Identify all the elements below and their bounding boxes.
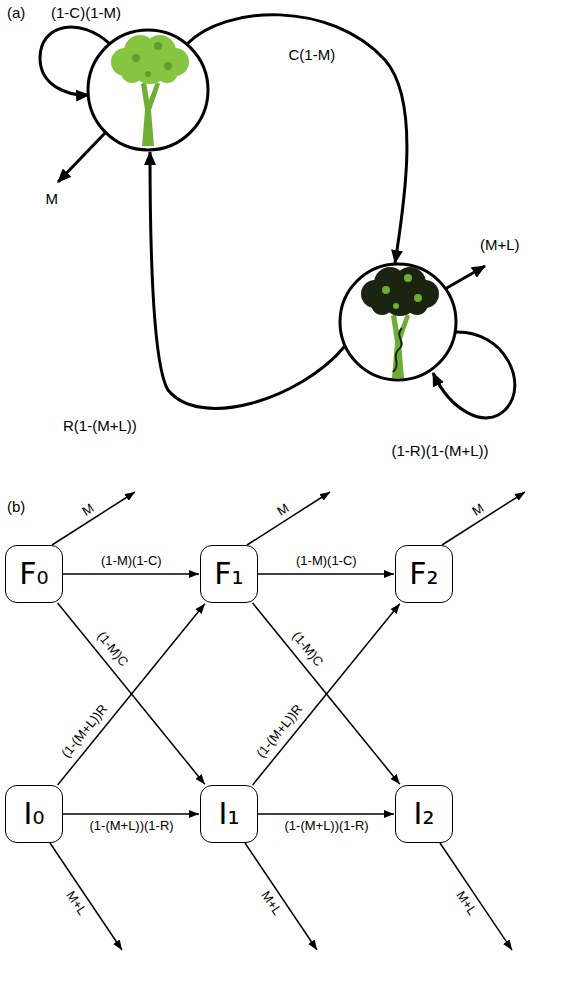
liana-vine bbox=[393, 328, 402, 372]
transition-arrow bbox=[258, 573, 394, 575]
state-name: F₀ bbox=[19, 559, 48, 589]
loss-arrow bbox=[245, 843, 317, 950]
loss-arrow bbox=[442, 492, 525, 545]
tree-trunk bbox=[391, 314, 410, 378]
transition-arrow bbox=[58, 603, 205, 784]
state-box: I₁ bbox=[200, 785, 258, 843]
panel-label: (b) bbox=[7, 498, 25, 515]
transition-arrow bbox=[253, 603, 400, 784]
rate-label: M bbox=[469, 501, 486, 519]
state-box: F₁ bbox=[200, 545, 258, 603]
transition-label: (1-M)(1-C) bbox=[101, 554, 162, 569]
transition-label: (1-(M+L))(1-R) bbox=[285, 819, 369, 834]
loss-arrow bbox=[50, 843, 122, 950]
transition-arrow bbox=[63, 813, 199, 815]
transition-arrow bbox=[63, 573, 199, 575]
state-box: F₀ bbox=[5, 545, 63, 603]
tree-canopy bbox=[132, 54, 140, 62]
panel-label: (a) bbox=[7, 4, 25, 21]
tree-canopy bbox=[154, 42, 162, 50]
rate-label: C(1-M) bbox=[289, 46, 336, 63]
tree-canopy bbox=[145, 71, 151, 77]
rate-label: M+L bbox=[257, 888, 284, 918]
transition-arrow bbox=[187, 15, 407, 263]
transition-label: (1-M)C bbox=[93, 629, 130, 670]
rate-label: R(1-(M+L)) bbox=[63, 417, 137, 434]
loss-arrow bbox=[440, 843, 512, 950]
tree-canopy bbox=[164, 62, 172, 70]
loss-arrow bbox=[445, 266, 485, 289]
tree-canopy bbox=[121, 61, 143, 83]
state-name: F₁ bbox=[214, 559, 243, 589]
state-box: I₂ bbox=[395, 785, 453, 843]
rate-label: (M+L) bbox=[480, 236, 520, 253]
state-name: I₂ bbox=[414, 799, 435, 829]
transition-arrow bbox=[253, 604, 400, 785]
tree-canopy bbox=[393, 303, 399, 309]
self-loop-arrow bbox=[40, 27, 110, 95]
state-name: I₀ bbox=[24, 799, 45, 829]
rate-label: M+L bbox=[62, 888, 89, 918]
rate-label: (1-C)(1-M) bbox=[51, 4, 121, 21]
state-name: I₁ bbox=[219, 799, 240, 829]
tree-canopy bbox=[371, 293, 393, 315]
transition-arrow bbox=[58, 604, 205, 785]
infested-tree-circle bbox=[340, 264, 456, 380]
tree-canopy bbox=[414, 294, 422, 302]
loss-arrow bbox=[58, 132, 106, 182]
loss-arrow bbox=[247, 492, 330, 545]
self-loop-arrow bbox=[433, 332, 515, 418]
transition-arrow bbox=[150, 152, 345, 408]
state-name: F₂ bbox=[409, 559, 438, 589]
rate-label: M+L bbox=[452, 888, 479, 918]
rate-label: M bbox=[79, 501, 96, 519]
tree-canopy bbox=[406, 293, 428, 315]
rate-label: M bbox=[46, 190, 59, 207]
rate-label: (1-R)(1-(M+L)) bbox=[392, 442, 489, 459]
state-box: F₂ bbox=[395, 545, 453, 603]
transition-label: (1-M)C bbox=[288, 629, 325, 670]
tree-canopy bbox=[156, 61, 178, 83]
transition-arrow bbox=[258, 813, 394, 815]
loss-arrow bbox=[52, 492, 135, 545]
tree-canopy bbox=[382, 286, 390, 294]
transition-label: (1-M)(1-C) bbox=[296, 554, 357, 569]
rate-label: M bbox=[274, 501, 291, 519]
tree-trunk bbox=[141, 82, 160, 146]
transition-label: (1-(M+L))(1-R) bbox=[90, 819, 174, 834]
state-box: I₀ bbox=[5, 785, 63, 843]
tree-canopy bbox=[404, 274, 412, 282]
